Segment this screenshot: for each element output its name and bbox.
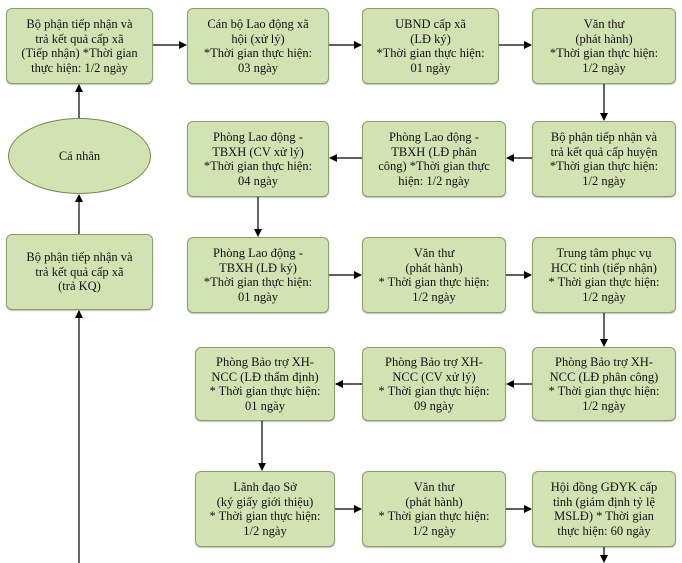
node-label: Phòng Bảo trợ XH- NCC (LĐ thẩm định) * T… — [209, 355, 321, 413]
node-lanh-dao-so: Lãnh đạo Sở (ký giấy giới thiệu) * Thời … — [195, 471, 335, 547]
node-ubnd-xa: UBND cấp xã (LĐ ký) *Thời gian thực hiện… — [362, 8, 499, 84]
node-huyen-tiep-nhan: Bộ phận tiếp nhận và trả kết quả cấp huy… — [532, 121, 676, 197]
node-btxh-cv: Phòng Bảo trợ XH- NCC (CV xử lý) * Thời … — [362, 347, 506, 421]
node-label: Phòng Bảo trợ XH- NCC (LĐ phân công) * T… — [548, 355, 660, 413]
node-van-thu-2: Văn thư (phát hành) * Thời gian thực hiệ… — [362, 237, 506, 313]
node-label: Bộ phận tiếp nhận và trả kết quả cấp xã … — [21, 17, 138, 75]
node-label: Văn thư (phát hành) * Thời gian thực hiệ… — [378, 480, 490, 538]
node-label: Phòng Lao động - TBXH (LĐ phân công) *Th… — [378, 130, 490, 188]
node-btxh-phan-cong: Phòng Bảo trợ XH- NCC (LĐ phân công) * T… — [532, 347, 676, 421]
node-label: Hội đồng GĐYK cấp tỉnh (giám định tỷ lệ … — [550, 480, 658, 538]
node-can-bo-ldxh: Cán bộ Lao động xã hội (xử lý) *Thời gia… — [187, 8, 329, 84]
node-phong-ldtbxh-ky: Phòng Lao động - TBXH (LĐ ký) *Thời gian… — [187, 237, 329, 313]
node-van-thu-3: Văn thư (phát hành) * Thời gian thực hiệ… — [362, 471, 506, 547]
node-hoi-dong-gdyk: Hội đồng GĐYK cấp tỉnh (giám định tỷ lệ … — [532, 471, 676, 547]
node-label: Phòng Lao động - TBXH (LĐ ký) *Thời gian… — [203, 246, 313, 304]
node-label: Lãnh đạo Sở (ký giấy giới thiệu) * Thời … — [209, 480, 321, 538]
node-phong-ldtbxh-phan-cong: Phòng Lao động - TBXH (LĐ phân công) *Th… — [362, 121, 506, 197]
node-label: Phòng Bảo trợ XH- NCC (CV xử lý) * Thời … — [378, 355, 490, 413]
node-xa-tiep-nhan: Bộ phận tiếp nhận và trả kết quả cấp xã … — [6, 8, 153, 84]
node-btxh-tham-dinh: Phòng Bảo trợ XH- NCC (LĐ thẩm định) * T… — [195, 347, 335, 421]
node-label: Phòng Lao động - TBXH (CV xử lý) *Thời g… — [203, 130, 313, 188]
node-label: Bộ phận tiếp nhận và trả kết quả cấp huy… — [549, 130, 659, 188]
node-van-thu-1: Văn thư (phát hành) *Thời gian thực hiện… — [532, 8, 676, 84]
node-label: Văn thư (phát hành) *Thời gian thực hiện… — [549, 17, 659, 75]
node-xa-tra-kq: Bộ phận tiếp nhận và trả kết quả cấp xã … — [6, 234, 153, 310]
node-phong-ldtbxh-cv: Phòng Lao động - TBXH (CV xử lý) *Thời g… — [187, 121, 329, 197]
node-tt-hcc-tinh: Trung tâm phục vụ HCC tỉnh (tiếp nhận) *… — [532, 237, 676, 313]
node-ca-nhan: Cá nhân — [8, 118, 151, 194]
node-label: Cá nhân — [58, 148, 101, 163]
node-label: Bộ phận tiếp nhận và trả kết quả cấp xã … — [26, 250, 133, 294]
node-label: Trung tâm phục vụ HCC tỉnh (tiếp nhận) *… — [548, 246, 660, 304]
node-label: UBND cấp xã (LĐ ký) *Thời gian thực hiện… — [376, 17, 485, 75]
node-label: Văn thư (phát hành) * Thời gian thực hiệ… — [378, 246, 490, 304]
node-label: Cán bộ Lao động xã hội (xử lý) *Thời gia… — [203, 17, 313, 75]
